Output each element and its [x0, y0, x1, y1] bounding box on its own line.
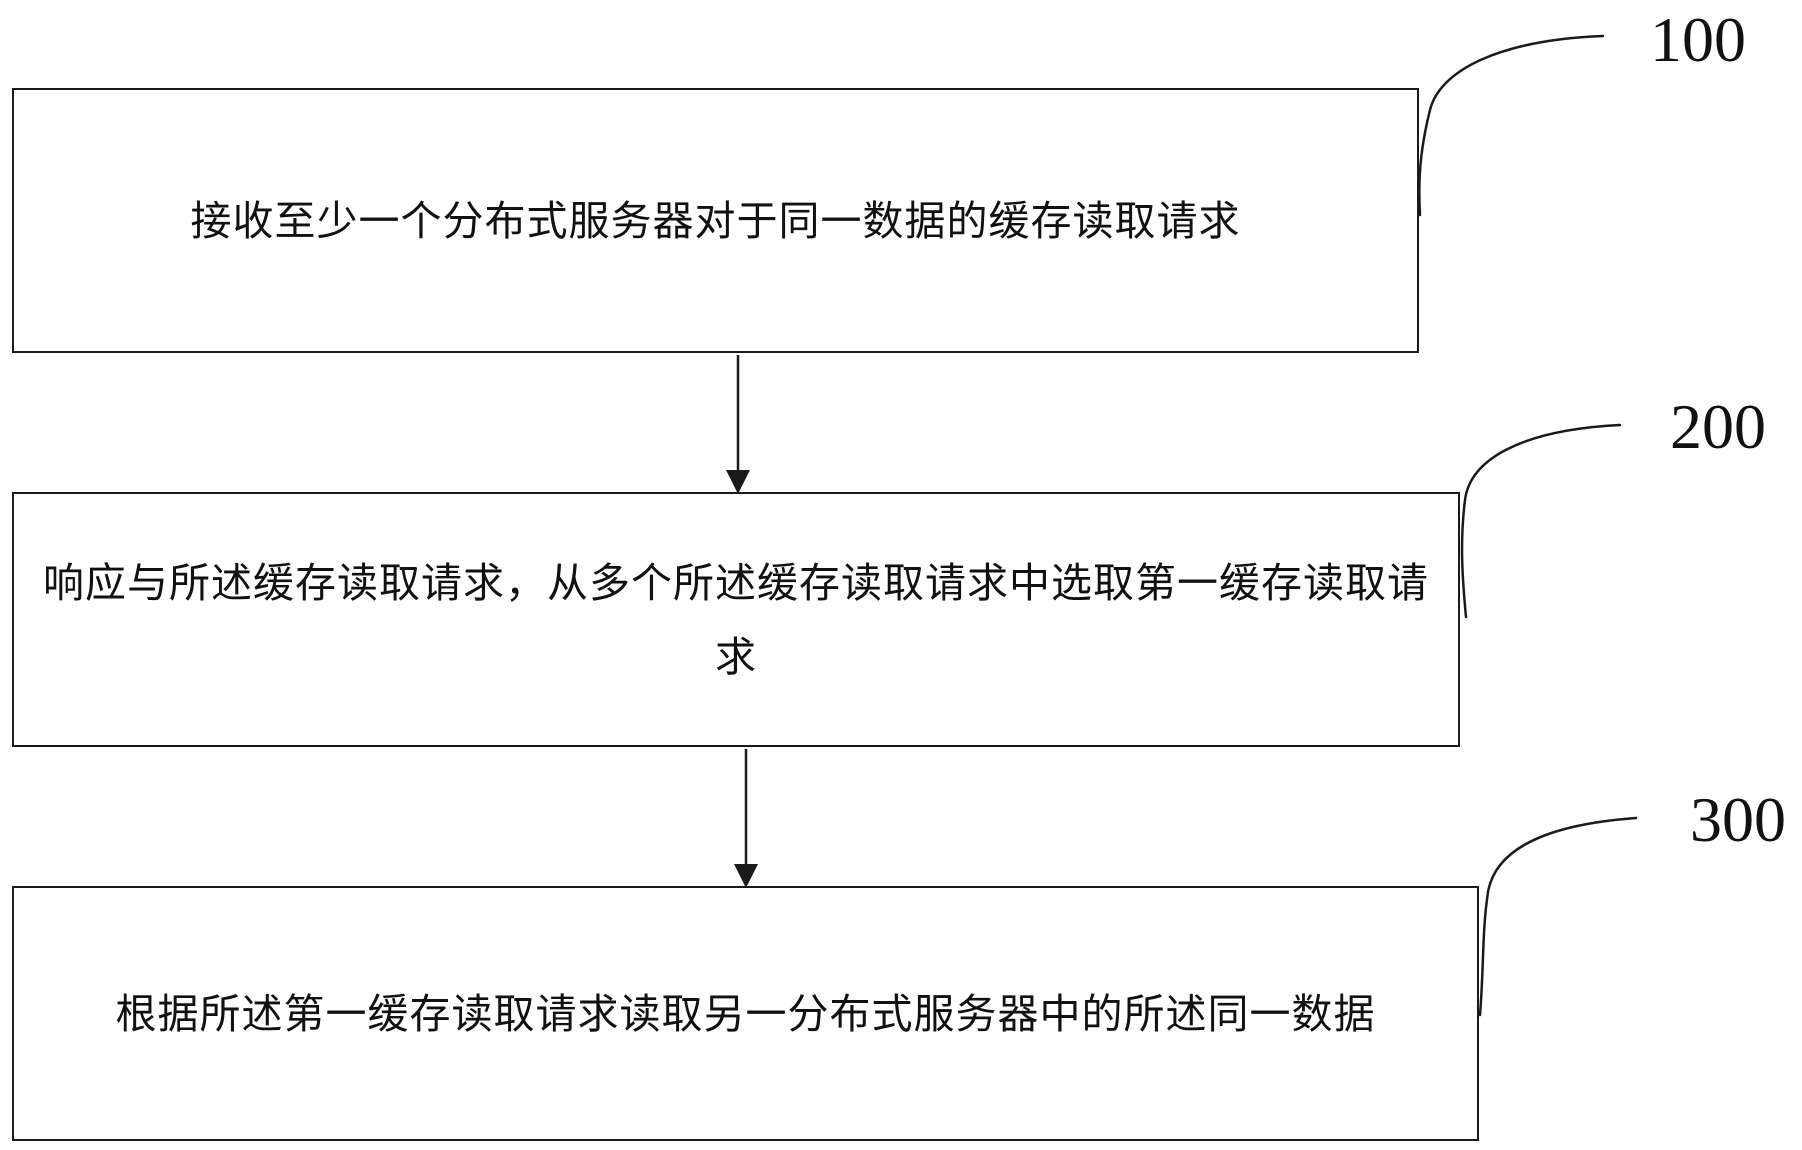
step-text-100: 接收至少一个分布式服务器对于同一数据的缓存读取请求 [190, 196, 1241, 245]
step-number-200: 200 [1670, 391, 1766, 462]
leader-line-100 [1418, 34, 1605, 217]
arrow-200-to-300 [734, 749, 758, 888]
step-text-300: 根据所述第一缓存读取请求读取另一分布式服务器中的所述同一数据 [115, 989, 1376, 1038]
leader-line-300 [1478, 816, 1638, 1017]
step-box-100: 接收至少一个分布式服务器对于同一数据的缓存读取请求 [12, 88, 1419, 353]
step-number-300: 300 [1690, 784, 1786, 855]
step-text-200: 响应与所述缓存读取请求，从多个所述缓存读取请求中选取第一缓存读取请求 [43, 558, 1429, 681]
step-box-300: 根据所述第一缓存读取请求读取另一分布式服务器中的所述同一数据 [12, 886, 1479, 1141]
arrow-100-to-200 [726, 355, 750, 494]
step-number-100: 100 [1650, 4, 1746, 75]
step-box-200: 响应与所述缓存读取请求，从多个所述缓存读取请求中选取第一缓存读取请求 [12, 492, 1460, 747]
leader-line-200 [1460, 423, 1622, 619]
